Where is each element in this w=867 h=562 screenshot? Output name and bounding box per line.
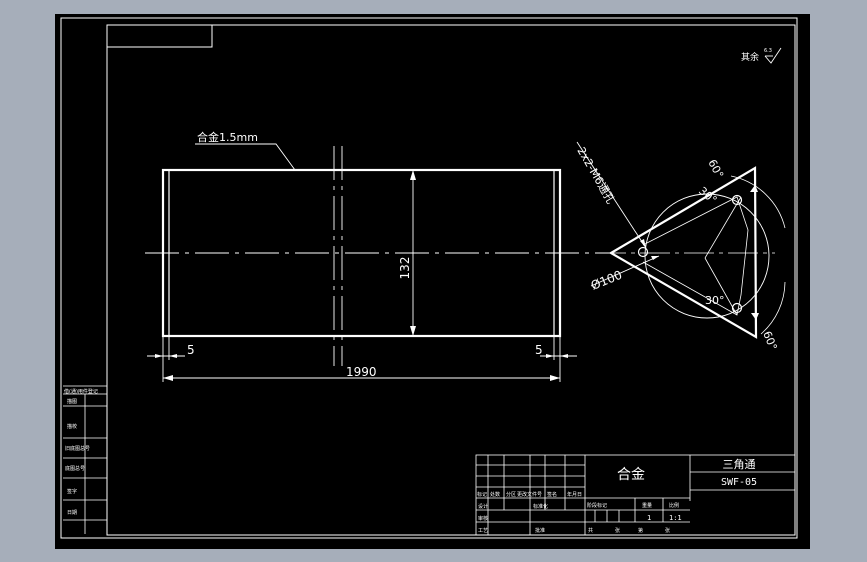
title-part-name: 三角通 <box>723 458 756 471</box>
roughness-value: 6.3 <box>764 48 772 54</box>
stage-h-0: 阶段标记 <box>587 502 607 509</box>
outer-frame <box>60 17 798 539</box>
material-callout: 合金1.5mm <box>195 130 296 171</box>
sheet-label-0: 共 <box>588 527 593 534</box>
height-dimension: 132 <box>398 170 416 336</box>
side-row-1: 描图 <box>67 398 77 405</box>
rev-h-0: 标记 <box>477 491 487 498</box>
rev-h-5: 年月日 <box>567 491 582 498</box>
title-scale: 1:1 <box>669 514 682 522</box>
cad-canvas: 借(通)用件登记 描图 描校 旧底图总号 底图总号 签字 日期 其余 6.3 合… <box>60 17 798 539</box>
dimension-arrows <box>155 354 568 381</box>
roughness-symbol: 其余 6.3 <box>741 47 782 64</box>
center-lines <box>145 146 610 366</box>
title-drawing-no: SWF-05 <box>721 477 757 488</box>
roughness-note: 其余 <box>741 51 759 63</box>
role-2: 工艺 <box>478 528 488 534</box>
title-block <box>475 454 796 536</box>
angle-inner-bottom: 30° <box>705 294 725 307</box>
role-1: 审核 <box>478 515 488 522</box>
rev-headers: 标记 处数 分区 更改文件号 签名 年月日 设计 审核 工艺 标准化 批准 阶段… <box>477 491 679 534</box>
sheet-label-2: 第 <box>638 527 643 534</box>
role-0: 设计 <box>478 503 488 510</box>
std-label-1: 批准 <box>535 527 545 534</box>
side-table <box>63 385 107 534</box>
side-row-3: 旧底图总号 <box>65 445 90 452</box>
stage-h-2: 比例 <box>669 502 679 509</box>
rev-h-2: 分区 <box>506 491 516 498</box>
angle-bottom: 60° <box>760 329 779 352</box>
angle-inner-top: 30° <box>696 184 719 206</box>
corner-box <box>106 24 213 48</box>
side-table-labels: 借(通)用件登记 描图 描校 旧底图总号 底图总号 签字 日期 <box>64 388 98 516</box>
stage-h-1: 重量 <box>642 502 652 509</box>
side-row-2: 描校 <box>67 423 77 430</box>
side-row-6: 日期 <box>67 510 77 516</box>
side-row-4: 底图总号 <box>65 465 85 472</box>
side-row-5: 签字 <box>67 488 77 495</box>
right-gap-dimension: 5 <box>535 343 543 357</box>
angle-top: 60° <box>705 157 726 180</box>
sheet-label-3: 张 <box>665 527 670 534</box>
inner-frame <box>106 24 796 536</box>
triangle-dim-arrows <box>640 185 759 320</box>
rev-h-1: 处数 <box>490 491 500 498</box>
sheet-label-1: 张 <box>615 527 620 534</box>
title-qty: 1 <box>647 514 651 522</box>
length-dimension: 1990 <box>346 365 377 379</box>
diameter-dimension: Ø100 <box>589 268 624 293</box>
hole-note: 2x2-M6通孔 <box>574 145 617 206</box>
height-dimension-text: 132 <box>398 257 412 280</box>
side-row-0: 借(通)用件登记 <box>64 388 98 395</box>
left-gap-dimension: 5 <box>187 343 195 357</box>
title-material: 合金 <box>617 467 645 483</box>
rev-h-3: 更改文件号 <box>517 491 542 498</box>
rev-h-4: 签名 <box>547 491 557 498</box>
std-label-0: 标准化 <box>533 503 548 510</box>
drawing-sheet: 借(通)用件登记 描图 描校 旧底图总号 底图总号 签字 日期 其余 6.3 合… <box>55 14 810 549</box>
triangle-side-view <box>576 141 786 339</box>
material-callout-text: 合金1.5mm <box>197 130 258 144</box>
